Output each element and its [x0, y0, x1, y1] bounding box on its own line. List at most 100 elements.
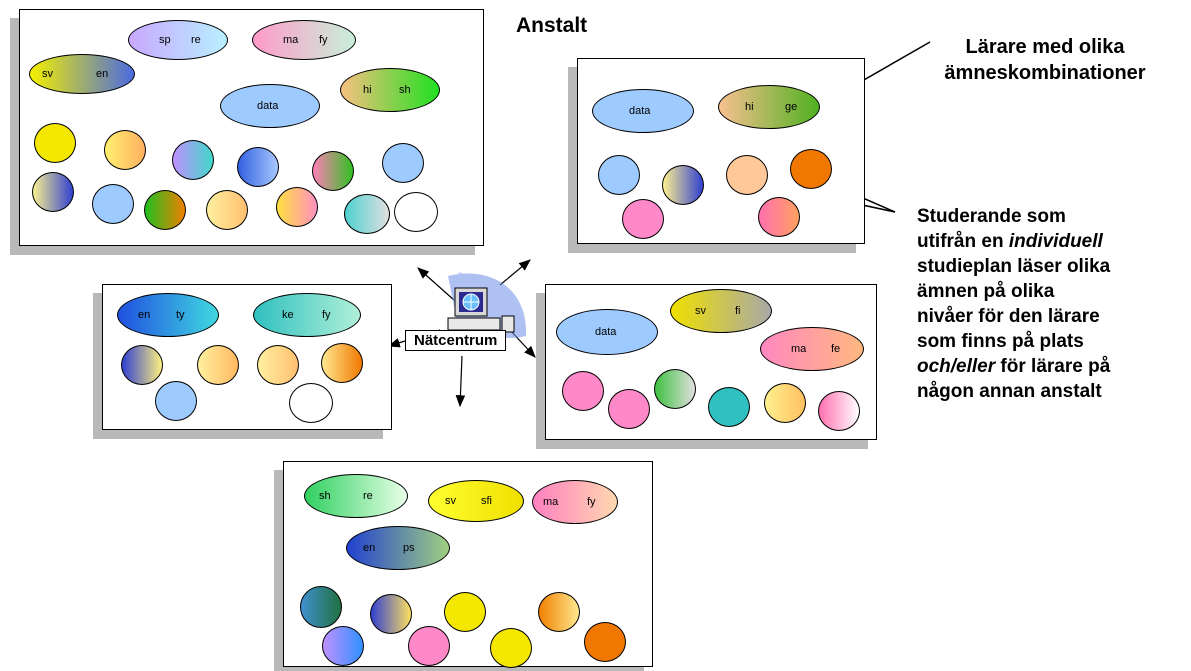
- student-circle: [257, 345, 299, 385]
- subject-label: fy: [319, 34, 328, 46]
- student-circle: [790, 149, 832, 189]
- students-note-line: nivåer för den lärare: [917, 306, 1100, 327]
- teacher-oval: sp re: [128, 20, 228, 60]
- teacher-oval: ke fy: [253, 293, 361, 337]
- teacher-oval: sv sfi: [428, 480, 524, 522]
- student-circle: [312, 151, 354, 191]
- student-circle: [172, 140, 214, 180]
- student-circle: [444, 592, 486, 632]
- subject-label: ma: [543, 496, 559, 508]
- student-circle: [370, 594, 412, 634]
- teacher-oval: sh re: [304, 474, 408, 518]
- subject-label: en: [138, 309, 151, 321]
- anstalt-box-3: en ty ke fy: [102, 284, 392, 430]
- subject-label: re: [191, 34, 201, 46]
- teacher-oval: sv en: [29, 54, 135, 94]
- computer-icon: [447, 271, 527, 338]
- teachers-note: Lärare med olika ämneskombinationer: [925, 34, 1165, 86]
- students-note-line: som finns på plats: [917, 331, 1084, 352]
- anstalt-title: Anstalt: [516, 14, 588, 37]
- note-emphasis: individuell: [1008, 231, 1103, 252]
- student-circle: [598, 155, 640, 195]
- student-circle: [321, 343, 363, 383]
- teachers-note-line: ämneskombinationer: [944, 62, 1146, 84]
- student-circle: [197, 345, 239, 385]
- subject-label: ge: [785, 101, 798, 113]
- student-circle: [382, 143, 424, 183]
- anstalt-box-1: sp re ma fy sv en hi sh data: [19, 9, 484, 246]
- teachers-note-line: Lärare med olika: [965, 36, 1125, 58]
- student-circle: [121, 345, 163, 385]
- student-circle: [300, 586, 342, 628]
- student-circle: [408, 626, 450, 666]
- hub-arrow-down: [455, 355, 466, 408]
- student-circle: [726, 155, 768, 195]
- teacher-oval: data: [556, 309, 658, 355]
- subject-label: ke: [282, 309, 294, 321]
- teacher-oval: hi ge: [718, 85, 820, 129]
- anstalt-box-4: sv fi data ma fe: [545, 284, 877, 440]
- teacher-oval: data: [220, 84, 320, 128]
- subject-label: sh: [319, 490, 331, 502]
- teacher-oval: hi sh: [340, 68, 440, 112]
- subject-label: data: [629, 105, 651, 117]
- student-circle: [608, 389, 650, 429]
- student-circle: [708, 387, 750, 427]
- subject-label: en: [96, 68, 109, 80]
- student-circle: [622, 199, 664, 239]
- student-circle: [758, 197, 800, 237]
- subject-label: fy: [322, 309, 331, 321]
- note-text: utifrån en: [917, 231, 1009, 252]
- student-circle: [237, 147, 279, 187]
- teacher-oval: ma fy: [532, 480, 618, 524]
- student-circle: [584, 622, 626, 662]
- teacher-oval: en ty: [117, 293, 219, 337]
- student-circle: [394, 192, 438, 232]
- student-circle: [92, 184, 134, 224]
- students-note-line: Studerande som: [917, 206, 1066, 227]
- student-circle: [104, 130, 146, 170]
- student-circle: [562, 371, 604, 411]
- students-note-line: studieplan läser olika: [917, 256, 1111, 277]
- subject-label: sp: [159, 34, 171, 46]
- teacher-oval: sv fi: [670, 289, 772, 333]
- student-circle: [206, 190, 248, 230]
- subject-label: fy: [587, 496, 596, 508]
- student-circle: [289, 383, 333, 423]
- network-hub: Nätcentrum: [405, 266, 548, 362]
- student-circle: [34, 123, 76, 163]
- subject-label: sv: [445, 495, 456, 507]
- subject-label: sh: [399, 84, 411, 96]
- subject-label: data: [257, 100, 279, 112]
- hub-arrow-top-left: [417, 267, 455, 301]
- student-circle: [144, 190, 186, 230]
- hub-label: Nätcentrum: [405, 330, 507, 351]
- students-note-line: utifrån en individuell: [917, 229, 1189, 254]
- anstalt-box-5: sh re sv sfi ma fy en ps: [283, 461, 653, 668]
- subject-label: fe: [831, 343, 841, 355]
- student-circle: [654, 369, 696, 409]
- student-circle: [155, 381, 197, 421]
- subject-label: en: [363, 542, 376, 554]
- student-circle: [764, 383, 806, 423]
- subject-label: hi: [745, 101, 754, 113]
- student-circle: [662, 165, 704, 205]
- subject-label: data: [595, 326, 617, 338]
- student-circle: [538, 592, 580, 632]
- subject-label: sfi: [481, 495, 492, 507]
- students-note-line: och/eller för lärare på: [917, 354, 1189, 379]
- subject-label: fi: [735, 305, 741, 317]
- hub-arrow-top-right: [499, 259, 531, 286]
- subject-label: sv: [695, 305, 706, 317]
- teacher-oval: data: [592, 89, 694, 133]
- students-note-line: ämnen på olika: [917, 281, 1055, 302]
- teacher-oval: ma fe: [760, 327, 864, 371]
- note-emphasis: och/eller: [917, 356, 996, 377]
- subject-label: ma: [791, 343, 807, 355]
- teacher-oval: ma fy: [252, 20, 356, 60]
- subject-label: sv: [42, 68, 53, 80]
- subject-label: ps: [403, 542, 415, 554]
- student-circle: [32, 172, 74, 212]
- subject-label: ma: [283, 34, 299, 46]
- anstalt-box-2: data hi ge: [577, 58, 865, 244]
